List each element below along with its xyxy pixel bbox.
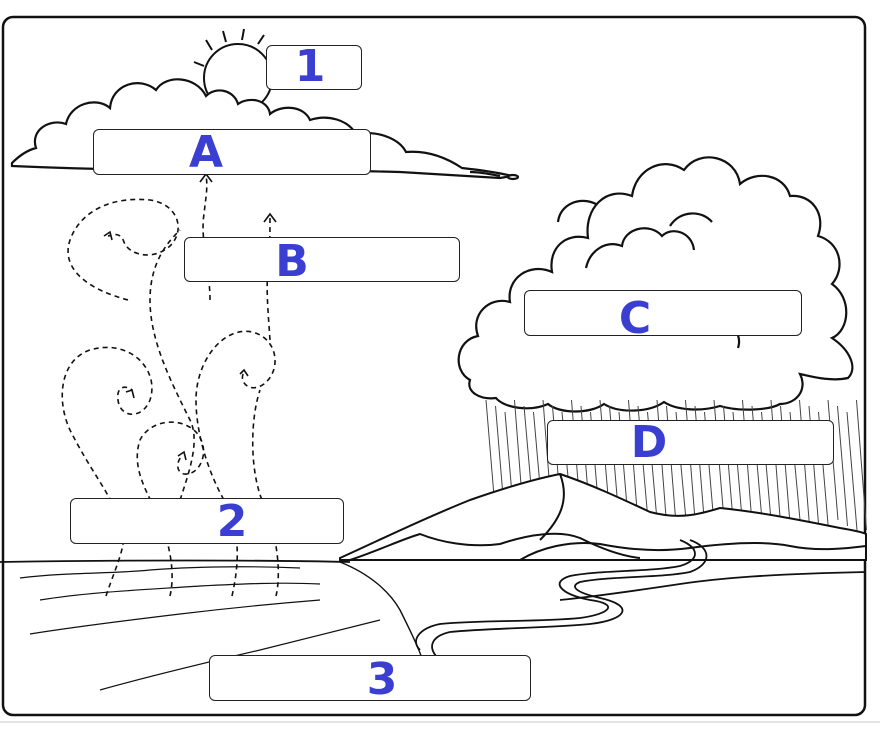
label-box-c[interactable] xyxy=(524,290,802,336)
label-box-1[interactable] xyxy=(266,45,362,90)
label-box-d[interactable] xyxy=(547,420,834,465)
river-icon xyxy=(415,539,867,657)
label-box-3[interactable] xyxy=(209,655,531,701)
mountains-icon xyxy=(339,472,867,561)
storm-cloud-icon xyxy=(457,156,854,413)
label-box-b[interactable] xyxy=(184,237,460,282)
label-box-2[interactable] xyxy=(70,498,344,544)
label-box-a[interactable] xyxy=(93,129,371,175)
